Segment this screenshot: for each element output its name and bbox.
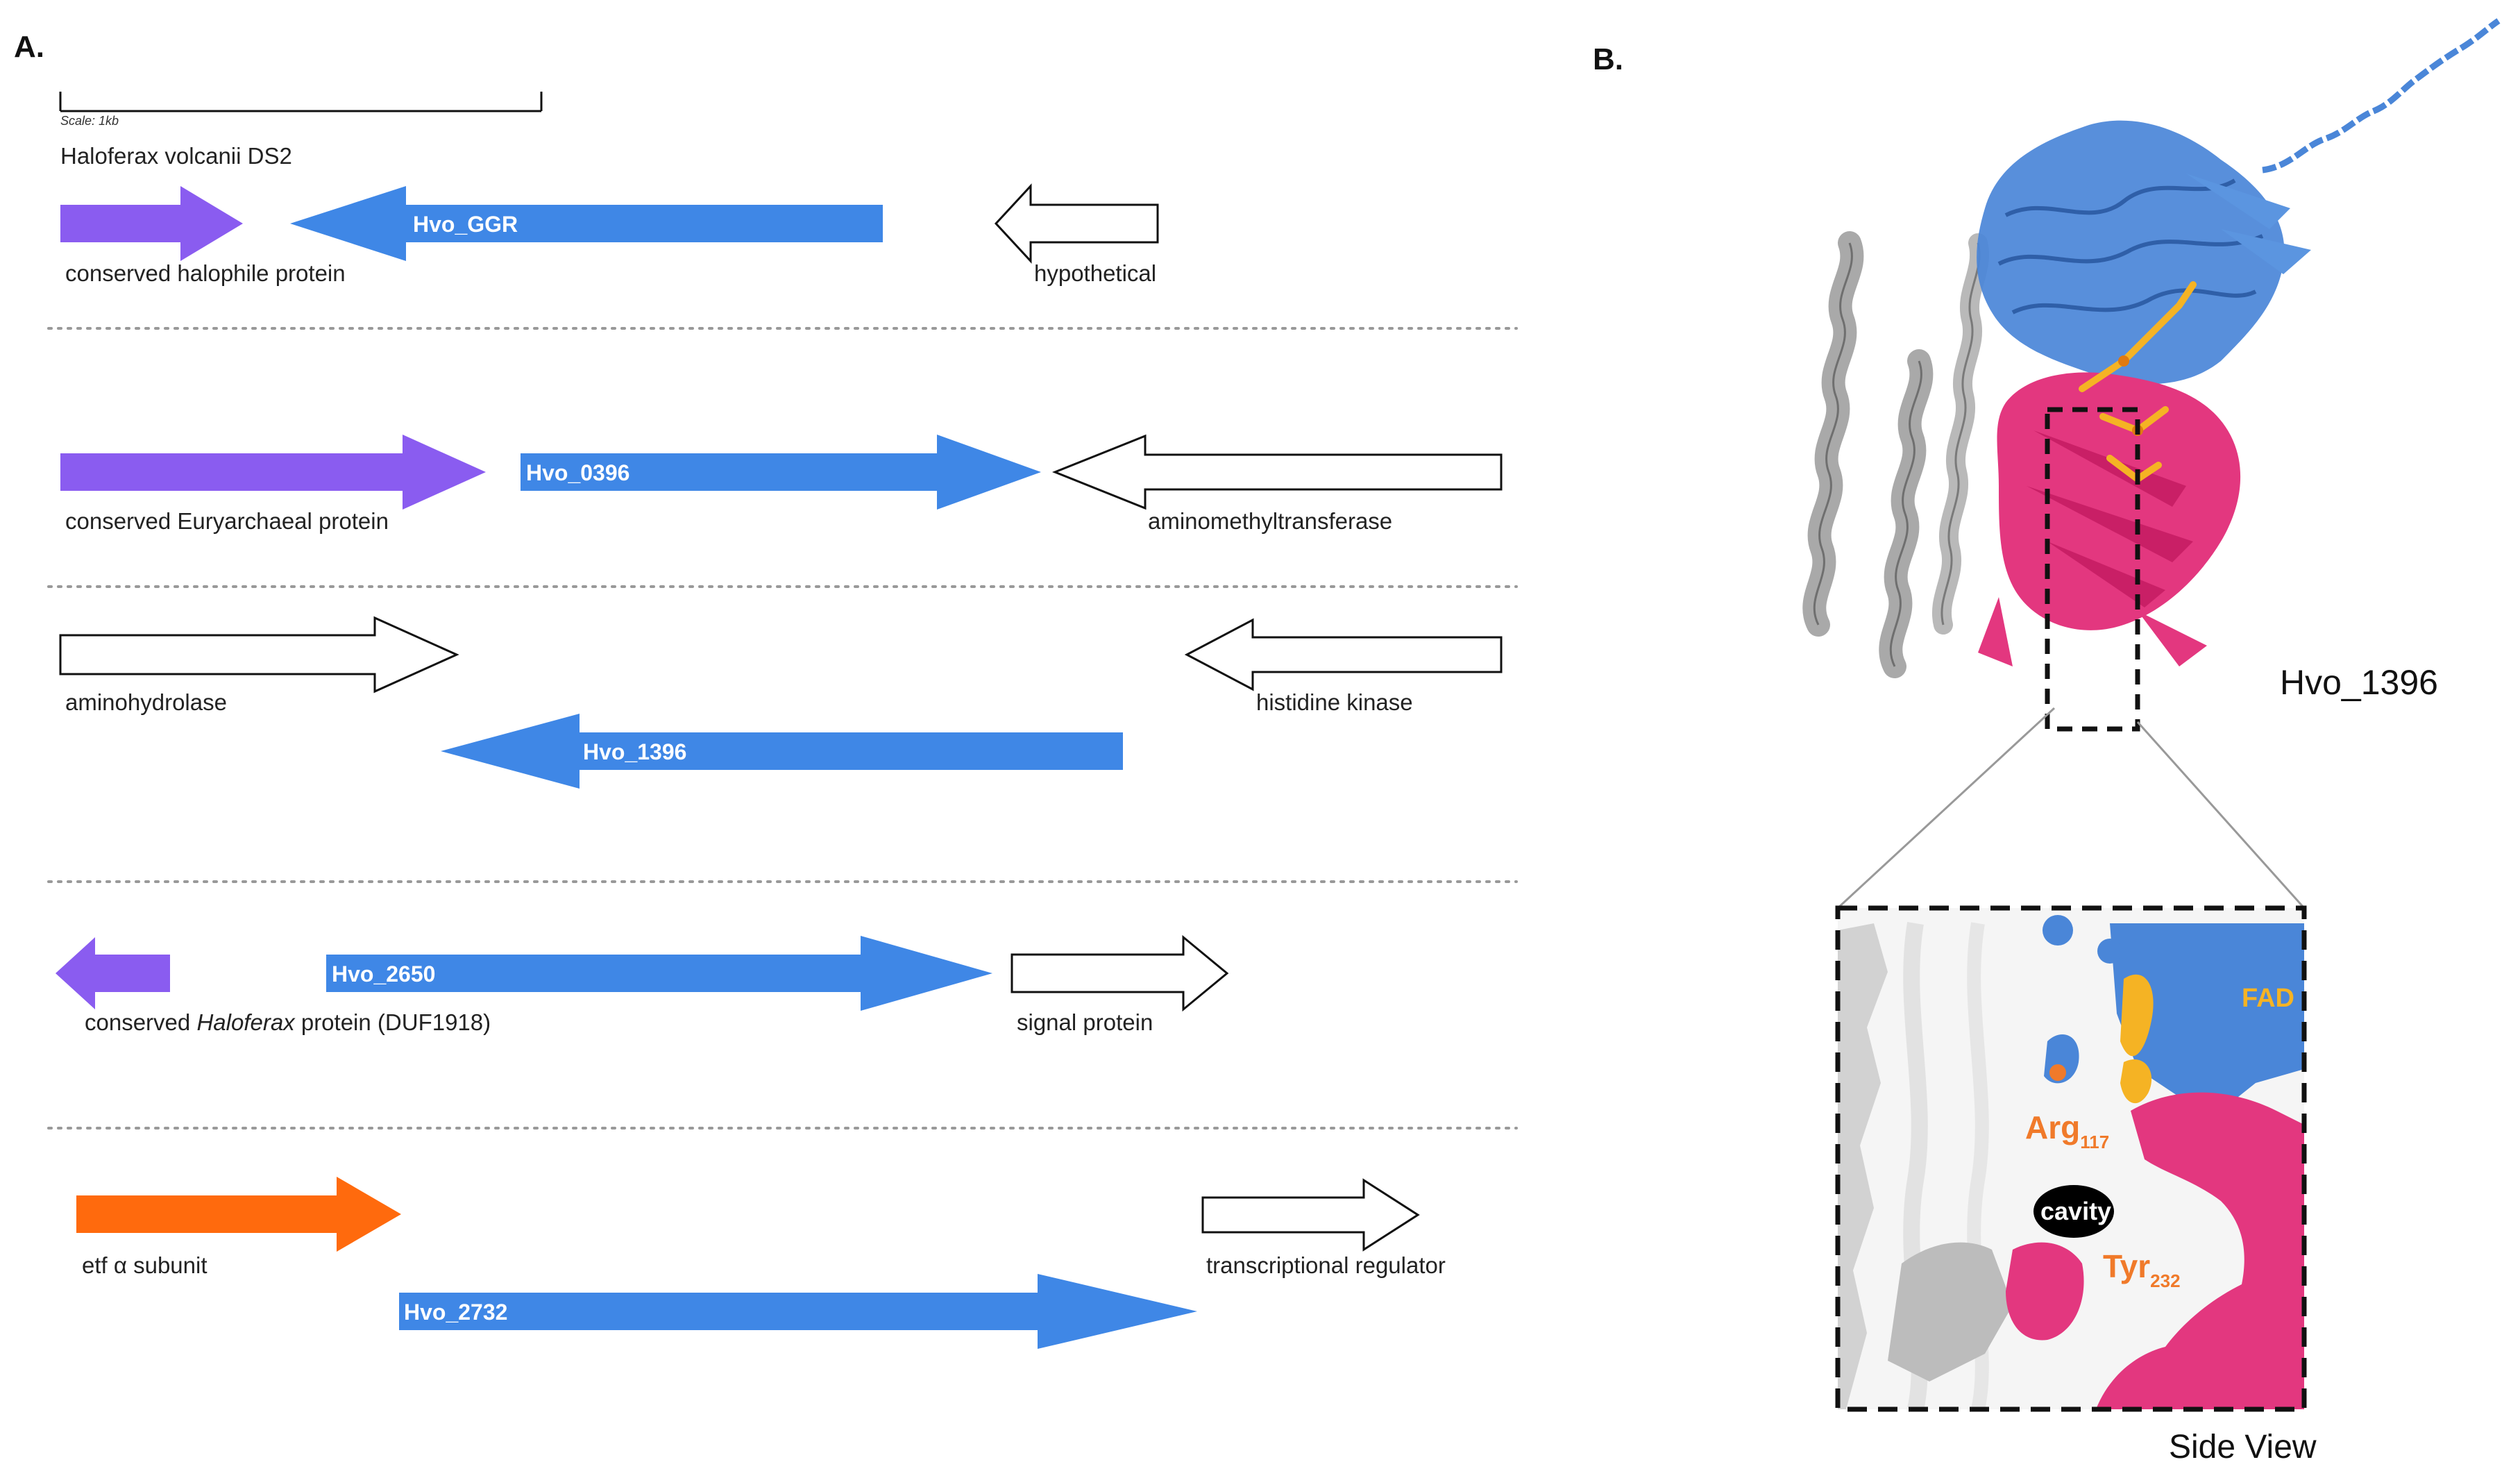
zoom-region-marker: [2045, 407, 2140, 732]
tyr-number: 232: [2150, 1270, 2180, 1291]
gene-name-hvo-2732: Hvo_2732: [404, 1300, 507, 1325]
gene-label-histidine-kinase: histidine kinase: [1256, 689, 1413, 715]
arg-name: Arg: [2025, 1109, 2080, 1145]
gene-label-etf-alpha: etf α subunit: [82, 1252, 208, 1278]
protein-label: Hvo_1396: [2280, 663, 2438, 702]
scale-bar: Scale: 1kb: [59, 92, 543, 128]
gene-arrow-hvo-2732: [399, 1274, 1197, 1349]
gene-arrow-transcriptional-regulator: [1201, 1178, 1420, 1252]
gene-label-aminomethyltransferase: aminomethyltransferase: [1148, 508, 1392, 534]
gene-label-transcriptional-regulator: transcriptional regulator: [1206, 1252, 1446, 1278]
membrane-helices: [1802, 231, 1990, 678]
arg-residue-label: Arg117: [2025, 1109, 2109, 1152]
panel-a-letter: A.: [14, 30, 44, 64]
locus-hvo-1396: Hvo_1396 aminohydrolase histidine kinase: [59, 616, 1503, 789]
fad-binding-domain: [1977, 120, 2311, 385]
gene-arrow-histidine-kinase: [1184, 618, 1503, 691]
locus-hvo-2650: Hvo_2650 conserved Haloferax protein (DU…: [56, 934, 1229, 1035]
arg-number: 117: [2080, 1132, 2109, 1152]
gene-label-aminohydrolase: aminohydrolase: [65, 689, 227, 715]
scale-bar-label: Scale: 1kb: [60, 114, 119, 128]
gene-arrow-aminomethyltransferase: [1051, 434, 1503, 510]
gene-name-hvo-0396: Hvo_0396: [526, 460, 629, 485]
gene-arrow-hvo-1396: [441, 714, 1123, 789]
gene-label-conserved-euryarchaeal: conserved Euryarchaeal protein: [65, 508, 389, 534]
locus-hvo-ggr: Hvo_GGR conserved halophile protein hypo…: [60, 183, 1159, 286]
organism-name: Haloferax volcanii DS2: [60, 143, 292, 169]
gene-arrow-hypothetical: [994, 183, 1159, 264]
locus-hvo-0396: Hvo_0396 conserved Euryarchaeal protein …: [60, 434, 1503, 534]
gene-arrow-signal-protein: [1010, 934, 1229, 1012]
protein-tail: [2262, 18, 2501, 174]
gene-arrow-etf-alpha: [76, 1177, 401, 1252]
gene-label-signal-protein: signal protein: [1017, 1009, 1153, 1035]
gene-name-hvo-ggr: Hvo_GGR: [413, 212, 518, 237]
panel-a: A. Scale: 1kb Haloferax volcanii DS2 Hvo…: [14, 30, 1518, 1349]
catalytic-domain: [1978, 372, 2241, 666]
zoom-connector-left: [1836, 707, 2056, 909]
gene-label-conserved-halophile: conserved halophile protein: [65, 260, 346, 286]
gene-arrow-hvo-2650: [326, 936, 992, 1011]
panel-b: B.: [1593, 18, 2501, 1466]
gene-label-part-italic: Haloferax: [196, 1009, 296, 1035]
tyr-name: Tyr: [2103, 1248, 2150, 1284]
tyr-residue-label: Tyr232: [2103, 1248, 2181, 1291]
gene-name-hvo-1396: Hvo_1396: [583, 739, 686, 764]
gene-label-part: conserved: [85, 1009, 196, 1035]
cavity-label: cavity: [2040, 1197, 2111, 1225]
gene-label-part: protein (DUF1918): [295, 1009, 491, 1035]
gene-name-hvo-2650: Hvo_2650: [332, 961, 435, 986]
gene-arrow-aminohydrolase: [59, 616, 459, 694]
side-view-zoom: FAD Arg117 cavity Tyr232: [1835, 905, 2307, 1412]
gene-arrow-conserved-euryarchaeal: [60, 435, 486, 510]
gene-label-hypothetical: hypothetical: [1034, 260, 1156, 286]
gene-arrow-hvo-ggr: [290, 186, 883, 261]
locus-hvo-2732: Hvo_2732 etf α subunit transcriptional r…: [76, 1177, 1446, 1349]
fad-label: FAD: [2242, 984, 2294, 1013]
gene-label-conserved-haloferax: conserved Haloferax protein (DUF1918): [85, 1009, 491, 1035]
panel-b-letter: B.: [1593, 42, 1623, 76]
side-view-label: Side View: [2169, 1429, 2317, 1466]
gene-arrow-hvo-0396: [521, 435, 1041, 510]
gene-arrow-conserved-haloferax: [56, 937, 170, 1009]
zoom-connector-right: [2136, 721, 2306, 909]
gene-arrow-conserved-halophile: [60, 186, 243, 261]
protein-structure-hvo-1396: [1802, 18, 2501, 732]
